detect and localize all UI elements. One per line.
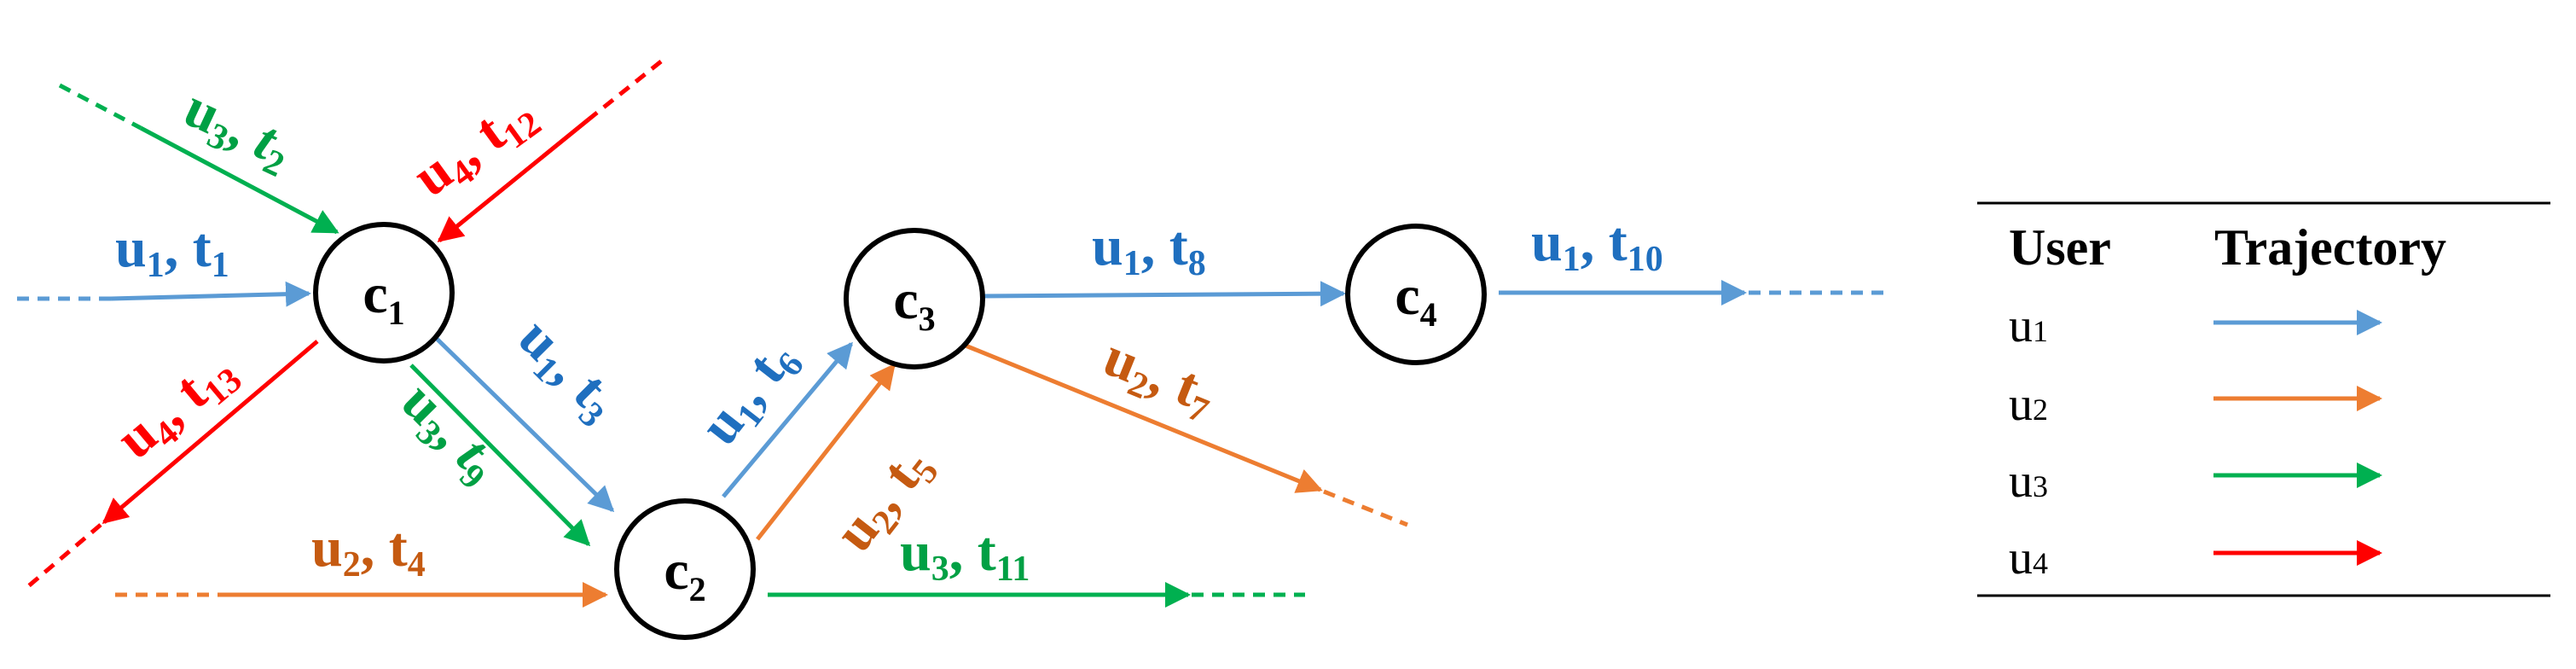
edge-u4-t13-dashed bbox=[26, 523, 102, 589]
edge-u1-t6-arrow bbox=[722, 341, 853, 498]
edge-u4-t13 bbox=[26, 340, 319, 589]
label-u2-t7: u2, t7 bbox=[1094, 325, 1225, 431]
node-c2: c2 bbox=[614, 498, 756, 640]
node-c2-circle bbox=[614, 498, 756, 640]
edge-u3-t2-dashed bbox=[58, 83, 142, 131]
edge-u3-t2-arrow bbox=[139, 125, 339, 235]
legend-user-u3: u3 bbox=[2009, 455, 2048, 508]
edge-u3-t9-arrow bbox=[409, 364, 591, 547]
legend: User Trajectory u1 u2 u3 u4 bbox=[1977, 201, 2550, 597]
legend-user-u1: u1 bbox=[2009, 300, 2048, 352]
edge-u2-t7-dashed bbox=[1323, 489, 1408, 527]
legend-header-trajectory: Trajectory bbox=[2214, 219, 2446, 276]
node-c4-label: c4 bbox=[1395, 265, 1436, 334]
legend-user-u2: u2 bbox=[2009, 378, 2048, 431]
label-u3-t2: u3, t2 bbox=[173, 76, 303, 184]
edge-u3-t9 bbox=[409, 364, 591, 547]
node-c4: c4 bbox=[1345, 224, 1487, 365]
node-c1-circle bbox=[313, 222, 455, 364]
edge-u2-t5-arrow bbox=[756, 363, 896, 541]
node-c1-label: c1 bbox=[363, 263, 404, 332]
node-c4-circle bbox=[1345, 224, 1487, 365]
edge-u4-t12 bbox=[437, 60, 663, 242]
label-u1-t6: u1, t6 bbox=[688, 328, 811, 460]
label-u1-t3: u1, t3 bbox=[502, 306, 631, 435]
edge-u1-t1 bbox=[17, 281, 311, 307]
edge-u4-t13-arrow bbox=[102, 340, 319, 524]
edge-u2-t7-arrow bbox=[965, 343, 1323, 493]
node-c3-label: c3 bbox=[893, 269, 935, 338]
edge-u3-t2 bbox=[58, 83, 339, 235]
legend-header-user: User bbox=[2009, 219, 2111, 276]
edge-u2-t5 bbox=[756, 363, 896, 541]
legend-user-u4: u4 bbox=[2009, 532, 2048, 585]
edge-u1-t8-arrow bbox=[982, 281, 1346, 307]
edge-u1-t6 bbox=[722, 341, 853, 498]
label-u1-t8: u1, t8 bbox=[1092, 215, 1206, 283]
label-u4-t12: u4, t12 bbox=[402, 80, 548, 213]
edge-u1-t1-arrow bbox=[110, 281, 311, 307]
label-u2-t4: u2, t4 bbox=[311, 516, 426, 585]
node-c3: c3 bbox=[844, 228, 985, 369]
edge-u1-t3-arrow bbox=[431, 333, 615, 513]
label-u4-t13: u4, t13 bbox=[105, 338, 250, 475]
label-u3-t11: u3, t11 bbox=[900, 521, 1030, 589]
node-c3-circle bbox=[844, 228, 985, 369]
edge-u4-t12-arrow bbox=[437, 118, 590, 242]
label-u1-t1: u1, t1 bbox=[115, 217, 229, 285]
edge-u1-t8 bbox=[982, 281, 1346, 307]
edge-u4-t12-dashed bbox=[587, 60, 663, 121]
label-u3-t9: u3, t9 bbox=[386, 370, 513, 497]
node-c1: c1 bbox=[313, 222, 455, 364]
edge-u1-t3 bbox=[431, 333, 615, 513]
edge-u2-t7 bbox=[965, 343, 1408, 527]
label-u1-t10: u1, t10 bbox=[1531, 211, 1663, 279]
node-c2-label: c2 bbox=[664, 539, 705, 608]
